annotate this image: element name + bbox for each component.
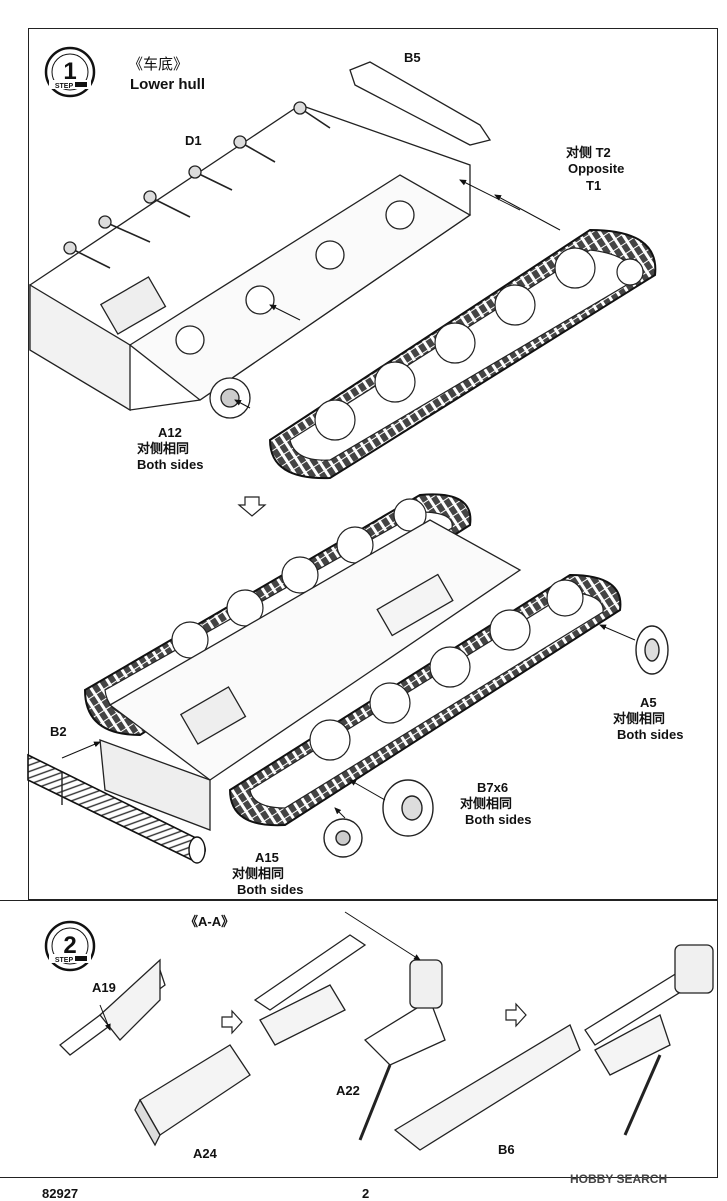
assembly-arrows-2 [99,911,421,1031]
label-a12: A12 [158,425,182,440]
svg-text:STEP: STEP [55,957,74,964]
label-b7-cn: 对侧相同 [460,796,513,811]
label-a5-cn: 对侧相同 [613,711,666,726]
hull-upper [29,101,472,419]
part-b2-log [27,753,206,864]
step2-badge-icon: 2 STEP [44,920,96,972]
track-upper [268,228,657,480]
svg-text:2: 2 [63,932,76,959]
label-b6: B6 [498,1142,515,1157]
label-t1: T1 [586,178,602,193]
section-a-a: 《A-A》 [185,914,235,929]
assembly-arrows-1 [234,179,561,409]
label-a19: A19 [92,980,116,995]
label-a15: A15 [255,850,279,865]
label-opposite-cn: 对侧 T2 [566,145,611,160]
track-right [228,573,622,827]
label-a5: A5 [640,695,657,710]
page-number: 2 [362,1186,370,1201]
assembly-arrows-1b [61,624,636,819]
label-a24: A24 [193,1146,217,1161]
part-a15-sprocket [323,818,363,858]
label-a12-en: Both sides [137,457,204,472]
watermark: HOBBY SEARCH [570,1172,668,1186]
part-a5-idler [635,625,669,675]
label-b7-en: Both sides [465,812,532,827]
step2-panel [0,900,718,1178]
label-opposite-en: Opposite [568,161,625,176]
svg-text:STEP: STEP [55,83,74,90]
label-a15-cn: 对侧相同 [232,866,285,881]
step1-panel [28,28,718,900]
product-code: 82927 [42,1186,79,1201]
label-a15-en: Both sides [237,882,304,897]
svg-text:1: 1 [63,58,76,85]
step1-title-en: Lower hull [130,76,205,93]
label-b2: B2 [50,724,67,739]
label-b5: B5 [404,50,421,65]
part-b7-wheel [382,779,434,837]
step2-assembly [59,934,714,1151]
step1-badge-icon: 1 STEP [44,46,96,98]
part-b5 [349,61,492,146]
label-d1: D1 [185,133,202,148]
next-arrow-icon [237,496,267,517]
step1-title-cn: 《车底》 [128,56,189,73]
label-a5-en: Both sides [617,727,684,742]
label-a12-cn: 对侧相同 [137,441,190,456]
label-b7: B7x6 [477,780,509,795]
hull-lower [99,519,522,831]
step2-next-arrows [221,1002,527,1035]
label-a22: A22 [336,1083,360,1098]
